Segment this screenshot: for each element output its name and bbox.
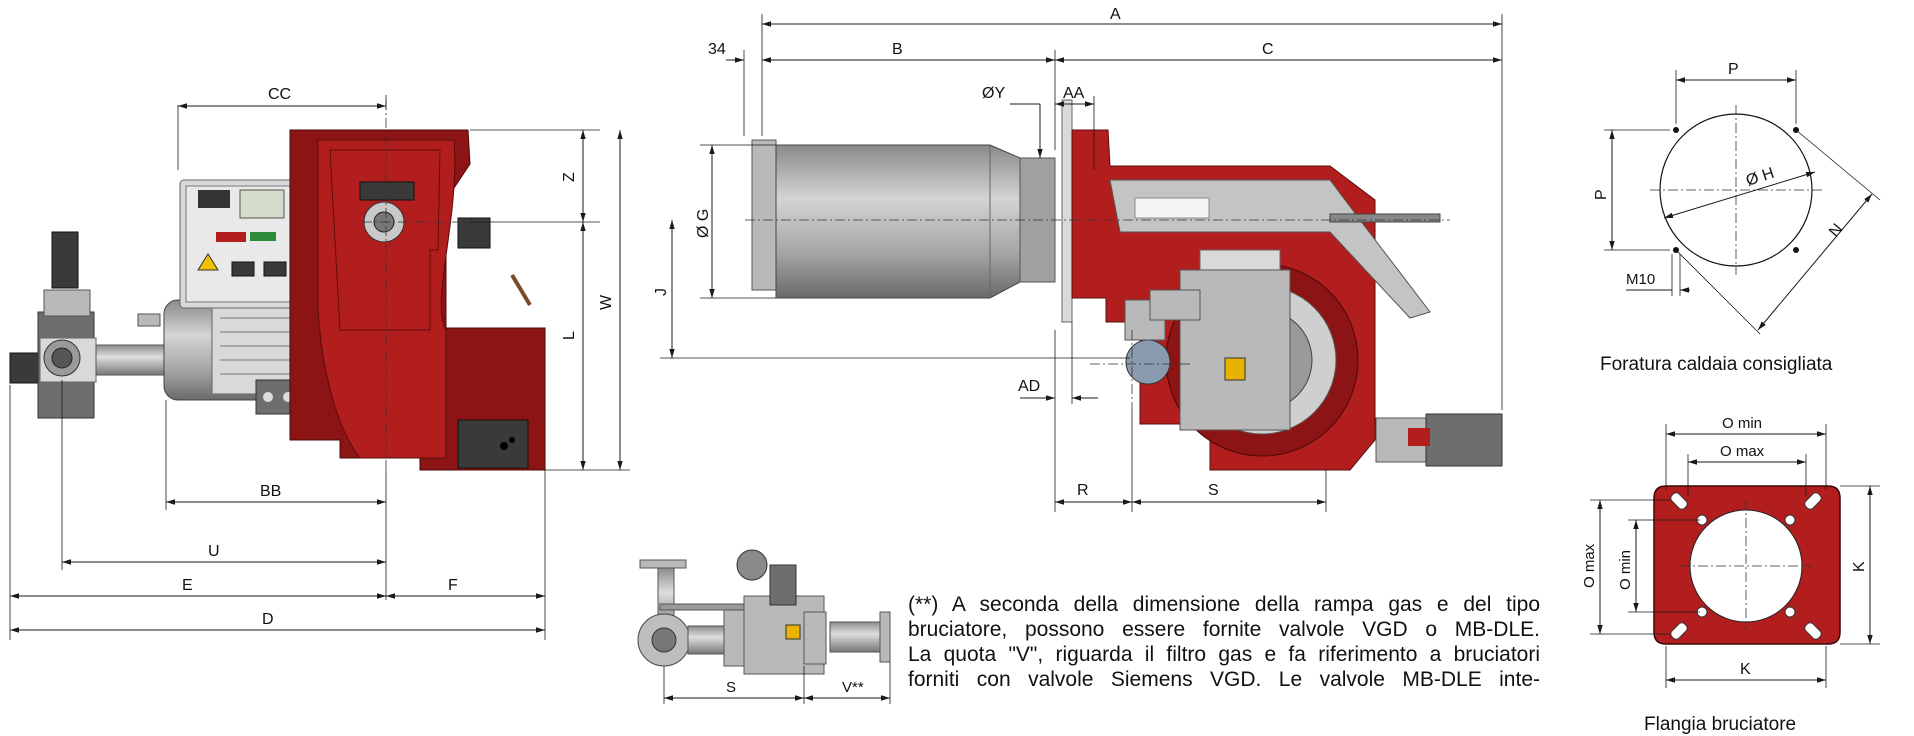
control-panel <box>179 179 309 309</box>
drilling-dim-n: N <box>1826 221 1846 241</box>
flange-dim-k-bottom: K <box>1740 661 1751 678</box>
dim-label-aa: AA <box>1063 85 1085 102</box>
dim-label-l: L <box>561 331 578 340</box>
side-view <box>9 100 546 471</box>
boiler-drilling-caption: Foratura caldaia consigliata <box>1600 354 1833 375</box>
dim-label-j: J <box>653 288 670 296</box>
flange-dim-omax-side: O max <box>1581 543 1598 588</box>
flange-dim-omin-side: O min <box>1617 550 1634 590</box>
gas-train-dim-v: V** <box>842 679 864 696</box>
mounting-flange <box>1061 99 1073 323</box>
burner-flange-diagram: O min O max O max O min K K Flangia bruc… <box>1581 415 1880 735</box>
blast-tube <box>751 139 1056 299</box>
front-view-dimensions: A 34 B C ØY AA Ø G J AD <box>653 6 1503 512</box>
footnote-line: (**) A seconda della dimensione della ra… <box>908 593 1540 616</box>
flange-caption: Flangia bruciatore <box>1644 714 1796 735</box>
dim-label-u: U <box>208 543 220 560</box>
drilling-dim-h: Ø H <box>1744 165 1776 190</box>
footnote-line: bruciatore, possono essere fornite valvo… <box>908 618 1540 641</box>
drilling-dim-p-side: P <box>1593 189 1610 200</box>
dim-label-w: W <box>598 294 615 310</box>
dim-label-og: Ø G <box>695 209 712 238</box>
flange-dim-omin-top: O min <box>1722 415 1762 432</box>
dim-label-cc: CC <box>268 86 291 103</box>
dim-label-f: F <box>448 577 458 594</box>
boiler-drilling-diagram: Ø H P P N M10 Foratura caldaia consiglia… <box>1593 61 1881 375</box>
dim-label-z: Z <box>561 172 578 182</box>
drilling-dim-p-top: P <box>1728 61 1739 78</box>
dim-label-ad: AD <box>1018 378 1040 395</box>
dim-label-34: 34 <box>708 41 726 58</box>
drilling-dim-m10: M10 <box>1626 271 1655 288</box>
dim-label-d: D <box>262 611 274 628</box>
dim-label-oy: ØY <box>982 85 1005 102</box>
servo-motor <box>1375 413 1503 467</box>
dim-label-r: R <box>1077 482 1089 499</box>
flange-dim-k-side: K <box>1851 561 1868 572</box>
dim-label-a: A <box>1110 6 1121 23</box>
footnote-line: forniti con valvole Siemens VGD. Le valv… <box>908 668 1540 691</box>
dim-label-e: E <box>182 577 193 594</box>
flange-dim-omax-top: O max <box>1720 443 1765 460</box>
dim-label-bb: BB <box>260 483 281 500</box>
gas-valve-assembly <box>9 231 167 419</box>
footnote-line: La quota "V", riguarda il filtro gas e f… <box>908 643 1540 666</box>
dim-label-c: C <box>1262 41 1274 58</box>
footnote-text: (**) A seconda della dimensione della ra… <box>908 592 1540 692</box>
burner-housing <box>289 129 546 471</box>
dim-label-b: B <box>892 41 903 58</box>
gas-valve-group <box>1124 249 1291 431</box>
gas-train-detail: S V** <box>637 549 891 704</box>
side-view-dimensions: CC Z L W BB U E F D <box>9 86 630 640</box>
dim-label-s: S <box>1208 482 1219 499</box>
gas-train-dim-s: S <box>726 679 736 696</box>
front-view <box>745 99 1503 471</box>
